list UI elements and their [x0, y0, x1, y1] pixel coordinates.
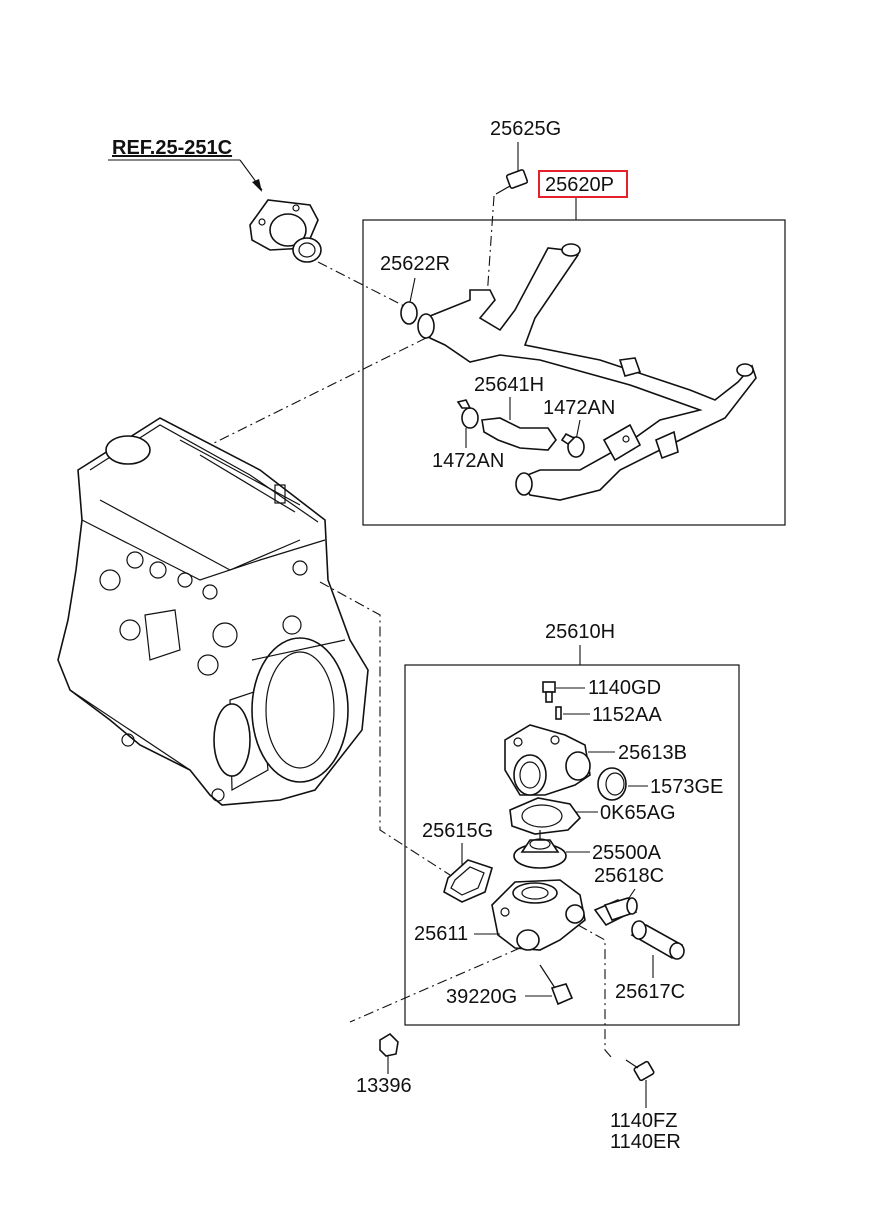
part-25500A-label[interactable]: 25500A	[592, 842, 662, 864]
part-1140ER-label[interactable]: 1140ER	[610, 1131, 681, 1153]
part-39220G-label[interactable]: 39220G	[446, 986, 517, 1008]
water-pipe-25620P[interactable]	[417, 243, 757, 501]
part-13396-label[interactable]: 13396	[356, 1075, 412, 1097]
thermostat-assembly-box	[404, 664, 740, 1026]
thermostat-25500A[interactable]	[513, 830, 567, 869]
part-0K65AG-label[interactable]: 0K65AG	[600, 802, 676, 824]
housing-to-nut-centerline	[349, 947, 521, 1023]
sensor-39220G[interactable]	[539, 964, 574, 1006]
pump-to-oring-centerline	[317, 261, 409, 309]
fitting-25618C[interactable]	[603, 897, 638, 921]
part-25613B-label[interactable]: 25613B	[618, 742, 687, 764]
part-25641H-label[interactable]: 25641H	[474, 374, 544, 396]
part-1152AA-label[interactable]: 1152AA	[592, 704, 662, 726]
water-pump-reference-part[interactable]	[249, 199, 322, 263]
part-25611-label[interactable]: 25611	[414, 923, 468, 945]
part-25610H-label[interactable]: 25610H	[545, 621, 615, 643]
bolt-1140FZ[interactable]	[625, 1059, 655, 1082]
part-25622R-leader	[409, 277, 416, 303]
reference-label[interactable]: REF.25-251C	[112, 137, 232, 159]
part-25625G-label[interactable]: 25625G	[490, 118, 561, 140]
pin-1152AA[interactable]	[555, 706, 562, 720]
reference-arrowhead	[252, 179, 262, 192]
bolt-1140GD[interactable]	[542, 681, 556, 703]
part-1140FZ-label[interactable]: 1140FZ	[610, 1110, 677, 1132]
pipe-assembly-box	[362, 219, 786, 526]
pipe-25617C[interactable]	[630, 920, 685, 960]
oring-25622R[interactable]	[400, 301, 418, 325]
gasket-25615G[interactable]	[443, 859, 493, 903]
seal-ring-1573GE[interactable]	[597, 767, 627, 801]
bolt-25625G[interactable]	[495, 169, 529, 195]
part-25617C-label[interactable]: 25617C	[615, 981, 685, 1003]
housing-25613B[interactable]	[504, 724, 591, 796]
housing-25611[interactable]	[491, 879, 630, 951]
part-25620P-label[interactable]: 25620P	[545, 174, 614, 196]
housing-to-bolt-centerline	[577, 924, 613, 1059]
highlight-frame	[538, 170, 628, 198]
part-1140GD-label[interactable]: 1140GD	[588, 677, 661, 699]
engine-to-gasket-centerline	[319, 581, 451, 876]
engine-block	[57, 417, 369, 806]
nut-13396[interactable]	[379, 1032, 399, 1057]
hose-clamp-1472AN-a[interactable]	[560, 432, 585, 458]
part-25622R-label[interactable]: 25622R	[380, 253, 450, 275]
part-25618C-label[interactable]: 25618C	[594, 865, 664, 887]
part-1573GE-label[interactable]: 1573GE	[650, 776, 723, 798]
bolt-centerline	[486, 195, 495, 299]
hose-clamp-1472AN-b[interactable]	[456, 399, 479, 429]
part-25615G-label[interactable]: 25615G	[422, 820, 493, 842]
gasket-0K65AG[interactable]	[509, 797, 582, 835]
part-1472AN-label-a[interactable]: 1472AN	[543, 397, 615, 419]
part-1472AN-label-b[interactable]: 1472AN	[432, 450, 504, 472]
hose-25641H[interactable]	[481, 417, 557, 451]
pipe-to-engine-centerline	[209, 337, 427, 446]
